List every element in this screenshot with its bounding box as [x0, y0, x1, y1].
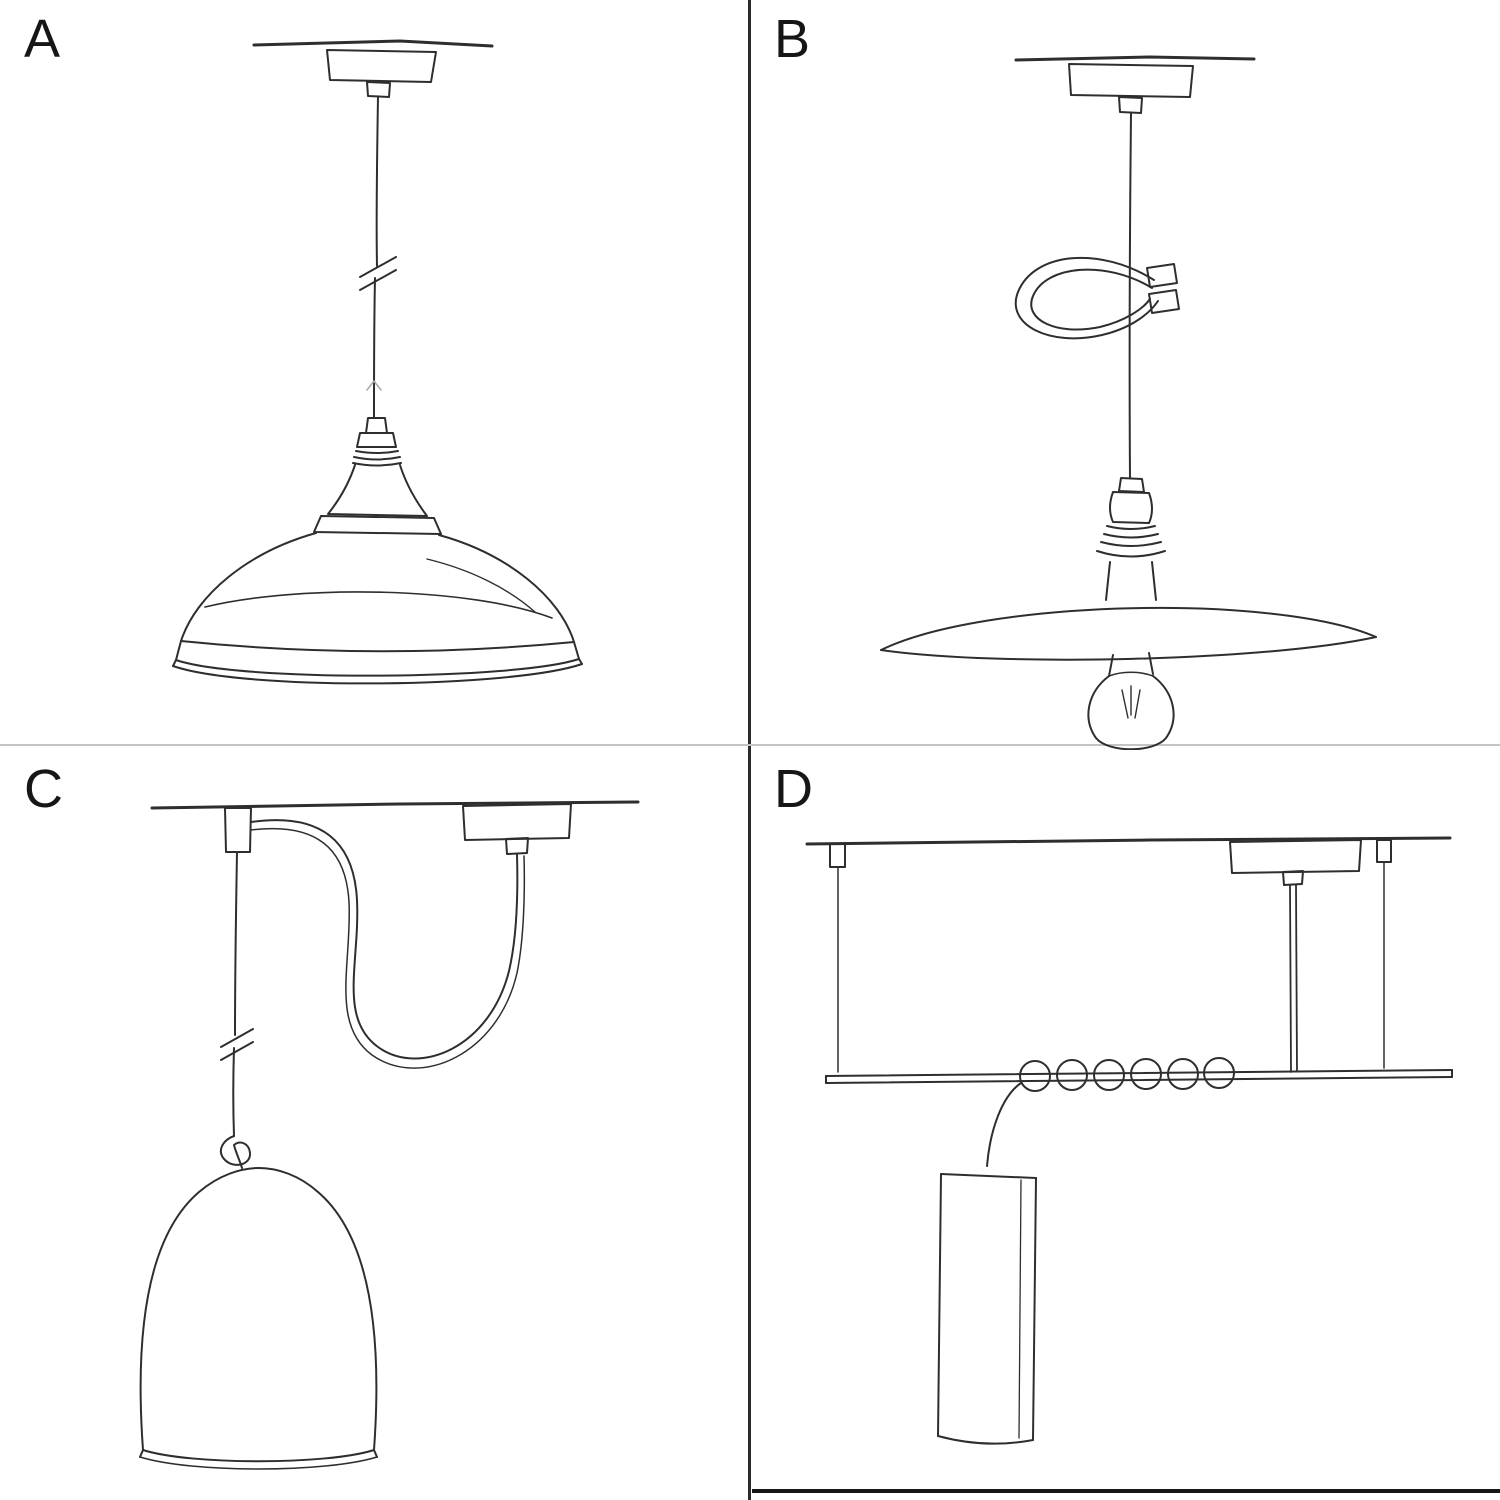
- panel-a: A: [0, 0, 750, 750]
- cable-knot: [219, 1135, 251, 1169]
- industrial-shade: [172, 532, 583, 685]
- ceiling-hook: [224, 807, 252, 853]
- ceiling-rose: [1068, 63, 1194, 114]
- panel-b-label: B: [774, 9, 812, 69]
- left-hanger: [829, 843, 846, 1073]
- ceiling-line: [1014, 55, 1256, 62]
- panel-b: B: [750, 0, 1500, 750]
- lamp-holder: [1096, 477, 1166, 601]
- pendant-cable: [1128, 112, 1132, 479]
- panel-a-label: A: [24, 9, 62, 69]
- sketch-pendant-b: [880, 55, 1377, 750]
- pendant-cable: [359, 96, 397, 419]
- ceiling-line: [805, 836, 1452, 846]
- drop-cable: [220, 851, 254, 1137]
- horizontal-divider: [0, 744, 1500, 746]
- right-hanger: [1376, 839, 1392, 1069]
- ceiling-rose: [1229, 839, 1362, 1073]
- panel-d: D: [750, 750, 1500, 1500]
- bell-shade: [139, 1167, 378, 1470]
- ceiling-rose: [326, 49, 437, 98]
- bottom-edge-line: [752, 1489, 1500, 1493]
- vertical-divider: [748, 0, 751, 1500]
- swag-hook: [1014, 256, 1180, 340]
- sketch-pendant-d: [805, 836, 1453, 1445]
- suspension-bar: [825, 1069, 1453, 1084]
- panel-c-label: C: [24, 759, 64, 819]
- panel-d-label: D: [774, 759, 814, 819]
- light-bulb: [1087, 652, 1175, 750]
- ceiling-rose: [462, 803, 572, 855]
- ceiling-line: [252, 39, 494, 48]
- swag-cable: [250, 819, 526, 1069]
- sketch-pendant-a: [172, 39, 583, 685]
- panel-c: C: [0, 750, 750, 1500]
- cylinder-shade: [937, 1173, 1037, 1445]
- lamp-holder: [313, 417, 442, 535]
- coiled-cable: [986, 1057, 1235, 1167]
- ceiling-line: [150, 800, 640, 810]
- sketch-pendant-c: [139, 800, 640, 1470]
- plate-shade: [880, 606, 1377, 661]
